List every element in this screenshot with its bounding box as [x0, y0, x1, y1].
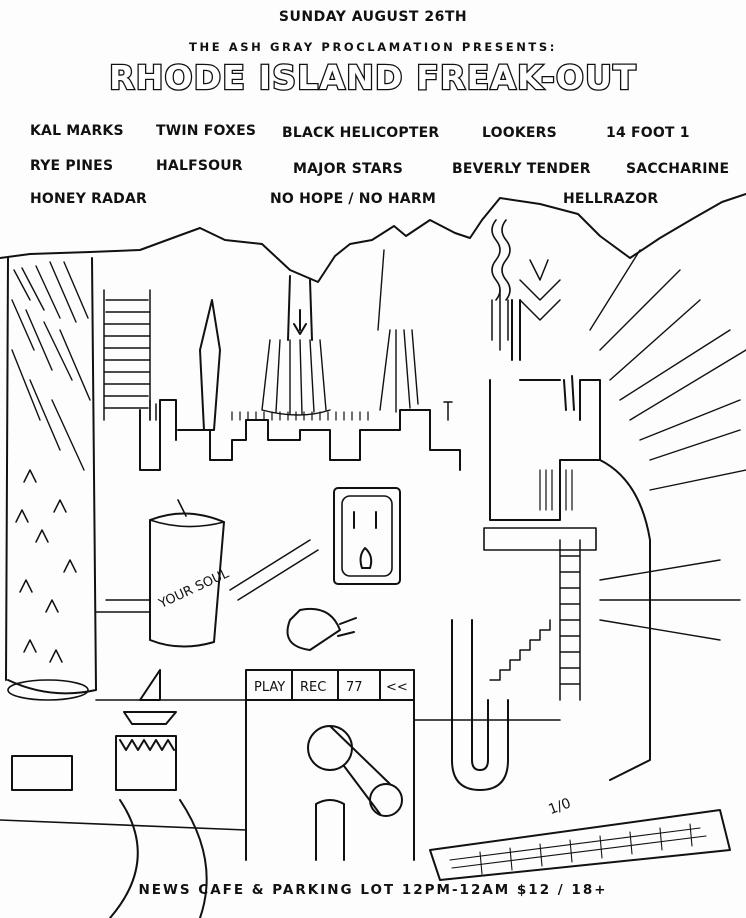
can-label: YOUR SOUL [156, 566, 232, 612]
band-twin-foxes: TWIN FOXES [156, 123, 257, 139]
tall-spike [199, 299, 221, 431]
event-title: RHODE ISLAND FREAK-OUT [108, 57, 637, 99]
striped-pillar [103, 289, 151, 421]
chevron-arrows [519, 259, 561, 321]
band-halfsour: HALFSOUR [156, 158, 243, 174]
presenter-line: THE ASH GRAY PROCLAMATION PRESENTS: [189, 40, 557, 54]
event-date: SUNDAY AUGUST 26TH [278, 9, 468, 25]
band-saccharine: SACCHARINE [626, 161, 730, 177]
tape-button-77: 77 [346, 680, 363, 695]
left-tower-base [7, 679, 89, 701]
sun-rays [589, 249, 746, 491]
tape-reel-left [307, 725, 353, 771]
hanging-arrow [287, 275, 313, 341]
wavy-pipes [491, 219, 511, 301]
tape-reel-right [369, 783, 403, 817]
wall-socket [333, 487, 401, 585]
socket-slots [353, 511, 377, 569]
right-brush [377, 249, 419, 413]
band-rye-pines: RYE PINES [30, 158, 114, 174]
rooftop-ticks [231, 411, 369, 421]
lower-swoosh [109, 799, 208, 918]
reel-belt [329, 725, 391, 815]
left-tower-hatching [11, 261, 91, 471]
right-dome [599, 459, 651, 781]
band-14-foot-1: 14 FOOT 1 [606, 125, 690, 141]
electric-plug [286, 608, 357, 651]
tape-dividers [291, 669, 381, 701]
keyboard-keys [449, 823, 707, 875]
band-honey-radar: HONEY RADAR [30, 191, 147, 207]
tape-button-rec: REC [300, 680, 326, 695]
shark-teeth [115, 735, 177, 791]
mountain-skyline [0, 193, 746, 283]
band-black-helicopter: BLACK HELICOPTER [282, 125, 440, 141]
small-box [11, 755, 73, 791]
left-tower-arrows [15, 469, 77, 663]
city-blocks [139, 399, 461, 471]
scribble-text: 1/0 [546, 795, 573, 818]
tape-machine-body [245, 699, 415, 861]
band-kal-marks: KAL MARKS [30, 123, 124, 139]
venue-footer: NEWS CAFE & PARKING LOT 12PM-12AM $12 / … [138, 882, 608, 898]
sailboat [123, 669, 177, 725]
can-lid [149, 499, 225, 528]
band-beverly-tender: BEVERLY TENDER [452, 161, 591, 177]
staircase [489, 619, 551, 681]
smokestack [511, 299, 575, 411]
raised-fist [315, 799, 345, 861]
keyboard [429, 809, 731, 881]
bolts-bars [95, 539, 319, 613]
band-major-stars: MAJOR STARS [293, 161, 403, 177]
band-no-hope-no-harm: NO HOPE / NO HARM [270, 191, 436, 207]
right-factory [489, 379, 601, 521]
tape-button-play: PLAY [254, 680, 285, 695]
band-lookers: LOOKERS [482, 125, 557, 141]
tape-button-rewind: << [386, 680, 408, 695]
grille-box [483, 527, 597, 551]
antennas [149, 289, 509, 421]
u-pipe [451, 619, 509, 791]
soup-can [149, 512, 225, 648]
factory-window-bars [539, 469, 573, 511]
band-hellrazor: HELLRAZOR [563, 191, 659, 207]
ladder [559, 539, 581, 701]
ground-lines [0, 699, 561, 831]
radiating-beam [599, 559, 741, 641]
tape-machine [245, 669, 415, 701]
socket-plate [341, 495, 393, 577]
brush-strokes [261, 339, 331, 416]
left-tower [5, 257, 97, 695]
